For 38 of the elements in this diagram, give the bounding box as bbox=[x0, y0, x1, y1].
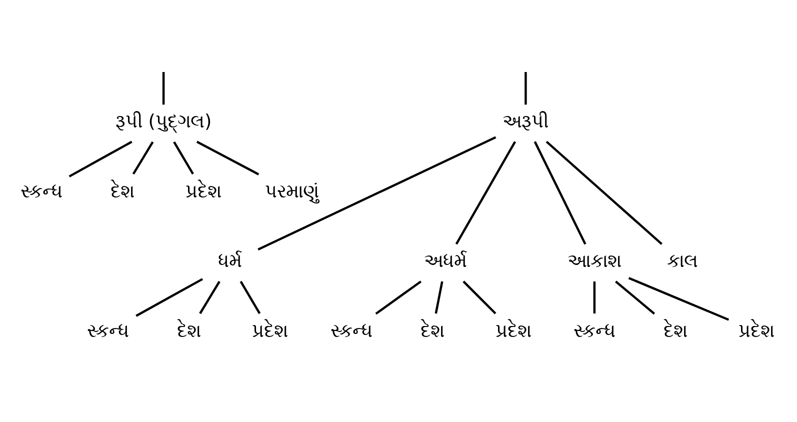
node-text: દેશ bbox=[420, 320, 444, 342]
connector bbox=[135, 278, 203, 317]
connector bbox=[434, 281, 443, 314]
connector bbox=[524, 72, 526, 105]
connector bbox=[462, 280, 496, 314]
node-text: કાલ bbox=[666, 251, 698, 272]
connector bbox=[196, 140, 259, 176]
node-text: ધર્મ bbox=[218, 251, 242, 272]
connector bbox=[68, 140, 132, 178]
connector bbox=[374, 280, 422, 315]
node-text: પરમાણું bbox=[264, 181, 318, 202]
node-text: પ્રદેશ bbox=[494, 320, 531, 342]
node-text: સ્કન્ધ bbox=[572, 320, 615, 342]
node-text: દેશ bbox=[662, 320, 687, 342]
connector bbox=[239, 280, 260, 314]
node-text: આકાશ bbox=[566, 251, 621, 272]
connector bbox=[533, 141, 586, 245]
node-text: અધર્મ bbox=[424, 251, 467, 272]
node-text: સ્કન્ધ bbox=[330, 320, 372, 342]
connector bbox=[198, 280, 220, 314]
connector bbox=[614, 280, 655, 315]
connector bbox=[132, 141, 154, 175]
node-text: રૂપી (પુદ્ગલ) bbox=[114, 112, 212, 133]
connector bbox=[545, 140, 662, 245]
node-text: સ્કન્ધ bbox=[86, 320, 129, 342]
node-text: પ્રદેશ bbox=[738, 320, 774, 342]
connector bbox=[172, 141, 194, 175]
node-text: દેશ bbox=[176, 320, 201, 342]
node-text: સ્કન્ધ bbox=[20, 181, 62, 202]
node-text: અરૂપી bbox=[502, 112, 548, 133]
node-text: પ્રદેશ bbox=[252, 320, 288, 342]
connector bbox=[454, 141, 516, 245]
node-text: પ્રદેશ bbox=[185, 181, 222, 202]
connector bbox=[628, 277, 729, 321]
connector bbox=[592, 281, 596, 314]
node-text: દેશ bbox=[110, 181, 134, 202]
connector bbox=[162, 72, 164, 105]
connector bbox=[257, 136, 496, 251]
